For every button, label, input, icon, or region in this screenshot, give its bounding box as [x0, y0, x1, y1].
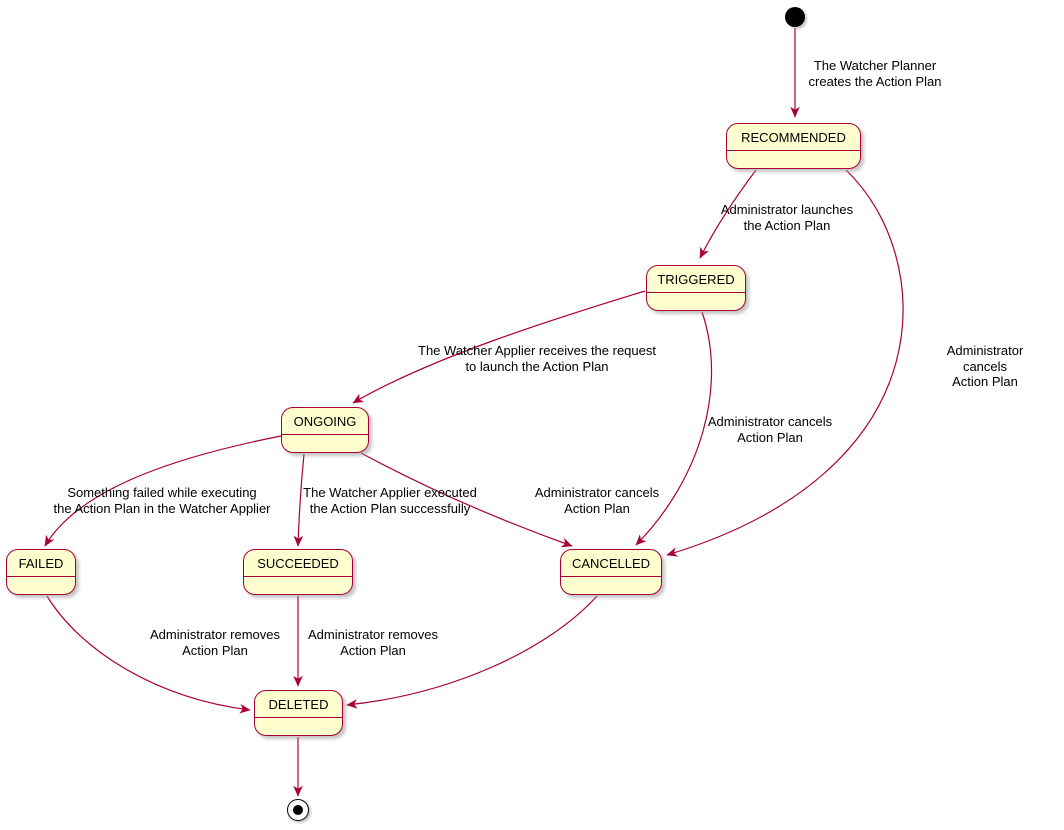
state-succeeded-label: SUCCEEDED: [244, 550, 352, 577]
state-ongoing: ONGOING: [281, 407, 369, 453]
state-recommended-label: RECOMMENDED: [727, 124, 860, 151]
transition-ongoing-failed: [44, 435, 282, 547]
transition-triggered-ongoing: [352, 290, 646, 404]
transition-recommended-cancelled: [666, 169, 904, 557]
transition-label-ongoing-failed: Something failed while executing the Act…: [53, 485, 271, 516]
transition-label-failed-deleted: Administrator removes Action Plan: [149, 627, 281, 658]
transition-triggered-cancelled: [635, 311, 713, 546]
transition-ongoing-succeeded: [293, 453, 305, 547]
transition-ongoing-cancelled: [360, 452, 573, 548]
state-recommended: RECOMMENDED: [726, 123, 861, 169]
state-cancelled-label: CANCELLED: [561, 550, 661, 577]
initial-state-node: [785, 7, 805, 27]
state-triggered-label: TRIGGERED: [647, 266, 745, 293]
state-failed: FAILED: [6, 549, 76, 595]
transition-label-ongoing-cancelled: Administrator cancels Action Plan: [534, 485, 660, 516]
state-deleted: DELETED: [254, 690, 343, 736]
state-cancelled: CANCELLED: [560, 549, 662, 595]
state-cancelled-body: [561, 577, 661, 594]
transition-failed-deleted: [46, 595, 251, 714]
state-failed-body: [7, 577, 75, 594]
transition-cancelled-deleted: [346, 595, 598, 709]
state-ongoing-body: [282, 435, 368, 452]
state-deleted-body: [255, 718, 342, 735]
transition-label-triggered-cancelled: Administrator cancels Action Plan: [707, 414, 833, 445]
state-succeeded-body: [244, 577, 352, 594]
state-triggered: TRIGGERED: [646, 265, 746, 311]
transition-recommended-triggered: [699, 169, 757, 259]
state-deleted-label: DELETED: [255, 691, 342, 718]
transition-label-recommended-cancelled: Administrator cancels Action Plan: [946, 343, 1024, 389]
state-recommended-body: [727, 151, 860, 168]
transition-label-ongoing-succeeded: The Watcher Applier executed the Action …: [303, 485, 477, 516]
state-failed-label: FAILED: [7, 550, 75, 577]
state-succeeded: SUCCEEDED: [243, 549, 353, 595]
transition-label-recommended-triggered: Administrator launches the Action Plan: [720, 202, 854, 233]
transition-label-triggered-ongoing: The Watcher Applier receives the request…: [418, 343, 656, 374]
state-triggered-body: [647, 293, 745, 310]
state-ongoing-label: ONGOING: [282, 408, 368, 435]
transition-label-succeeded-deleted: Administrator removes Action Plan: [307, 627, 439, 658]
final-state-node: [287, 799, 309, 821]
final-state-dot: [293, 805, 303, 815]
transition-label-start-recommended: The Watcher Planner creates the Action P…: [808, 58, 942, 89]
